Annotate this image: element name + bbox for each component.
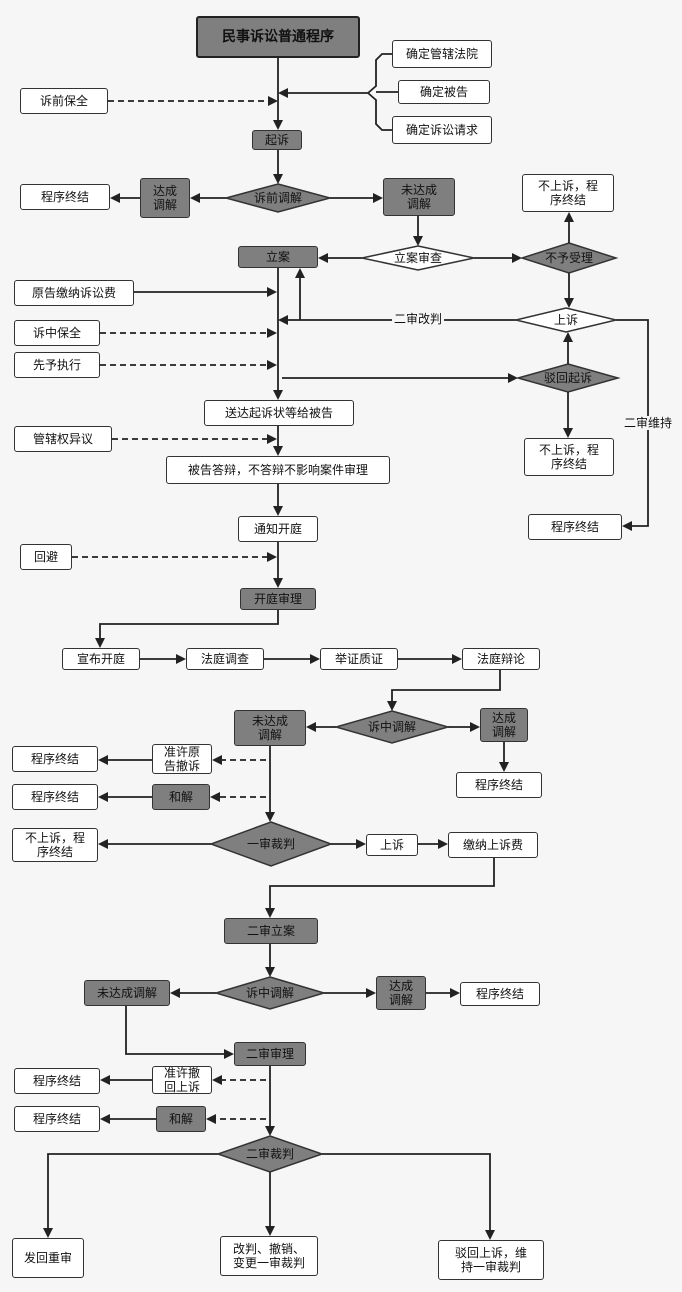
mediated-b-box: 达成 调解: [480, 708, 528, 742]
end-e-box: 程序终结: [12, 784, 98, 810]
mediated-c-box: 达成 调解: [376, 976, 426, 1010]
not-mediated-c-box: 未达成调解: [84, 980, 170, 1006]
edge-brace-claim: [367, 92, 392, 131]
first-judgment-diamond: [208, 821, 334, 867]
end-b-box: 程序终结: [528, 514, 622, 540]
advance-execution-box: 先予执行: [14, 352, 100, 378]
end-f-box: 程序终结: [460, 982, 540, 1006]
edge-debate-to-mid-mediation: [387, 670, 501, 711]
jurisdiction-objection-box: 管辖权异议: [14, 426, 112, 452]
end-a-box: 程序终结: [20, 184, 110, 210]
mid-mediation-a-diamond: [333, 710, 451, 744]
reject-appeal-box: 驳回上诉，维 持一审裁判: [438, 1240, 544, 1280]
announce-box: 宣布开庭: [62, 648, 140, 670]
edge-judgment-to-reject: [322, 1153, 495, 1240]
evidence-box: 举证质证: [320, 648, 398, 670]
end-d-box: 程序终结: [12, 746, 98, 772]
no-appeal-a-box: 不上诉，程 序终结: [522, 174, 614, 212]
end-c-box: 程序终结: [456, 772, 542, 798]
edge-not-mediated-c-to-second-trial: [125, 1006, 234, 1059]
notify-hearing-box: 通知开庭: [238, 516, 318, 542]
edge-judgment-to-remand: [43, 1153, 218, 1238]
investigation-box: 法庭调查: [186, 648, 264, 670]
settle-a-box: 和解: [152, 784, 210, 810]
allow-withdraw-box: 准许原 告撤诉: [152, 744, 212, 774]
no-appeal-b-box: 不上诉，程 序终结: [524, 438, 614, 476]
second-judgment-diamond: [215, 1135, 325, 1173]
trial-box: 开庭审理: [240, 588, 316, 610]
second-filed-box: 二审立案: [224, 918, 318, 944]
pre-preservation-box: 诉前保全: [20, 88, 108, 114]
sue-box: 起诉: [252, 130, 302, 150]
mediated-a-box: 达成 调解: [140, 178, 190, 218]
pre-mediation-diamond: [223, 183, 333, 213]
not-accepted-diamond: [519, 242, 619, 274]
not-mediated-a-box: 未达成 调解: [383, 178, 455, 216]
case-filed-box: 立案: [238, 246, 318, 268]
confirm-court-box: 确定管辖法院: [392, 40, 492, 68]
dismiss-diamond: [515, 363, 621, 393]
settle-b-box: 和解: [156, 1106, 206, 1132]
second-trial-box: 二审审理: [234, 1042, 306, 1066]
confirm-defendant-box: 确定被告: [398, 80, 490, 104]
remand-box: 发回重审: [12, 1238, 84, 1278]
case-review-diamond: [361, 245, 475, 271]
debate-box: 法庭辩论: [462, 648, 540, 670]
edge-brace-court: [278, 53, 392, 98]
appeal-a-diamond: [515, 307, 617, 333]
not-mediated-b-box: 未达成 调解: [234, 710, 306, 746]
plaintiff-fee-box: 原告缴纳诉讼费: [14, 280, 134, 306]
mid-preservation-box: 诉中保全: [14, 320, 100, 346]
appeal-b-box: 上诉: [366, 834, 418, 856]
revise-box: 改判、撤销、 变更一审裁判: [220, 1236, 318, 1276]
mid-mediation-b-diamond: [213, 976, 327, 1010]
end-g-box: 程序终结: [14, 1068, 100, 1094]
recusal-box: 回避: [20, 544, 72, 570]
title-box: 民事诉讼普通程序: [196, 16, 360, 58]
second-upheld-label: 二审维持: [622, 416, 675, 430]
no-appeal-c-box: 不上诉，程 序终结: [12, 828, 98, 862]
appeal-fee-box: 缴纳上诉费: [448, 832, 538, 858]
end-h-box: 程序终结: [14, 1106, 100, 1132]
confirm-claim-box: 确定诉讼请求: [392, 116, 492, 144]
defense-box: 被告答辩，不答辩不影响案件审理: [166, 456, 390, 484]
serve-complaint-box: 送达起诉状等给被告: [204, 400, 354, 426]
allow-withdraw-appeal-box: 准许撤 回上诉: [152, 1066, 212, 1094]
edge-trial-to-announce: [95, 610, 279, 648]
second-reversal-label: 二审改判: [392, 312, 445, 326]
edge-fee-to-second-filed: [265, 858, 495, 918]
